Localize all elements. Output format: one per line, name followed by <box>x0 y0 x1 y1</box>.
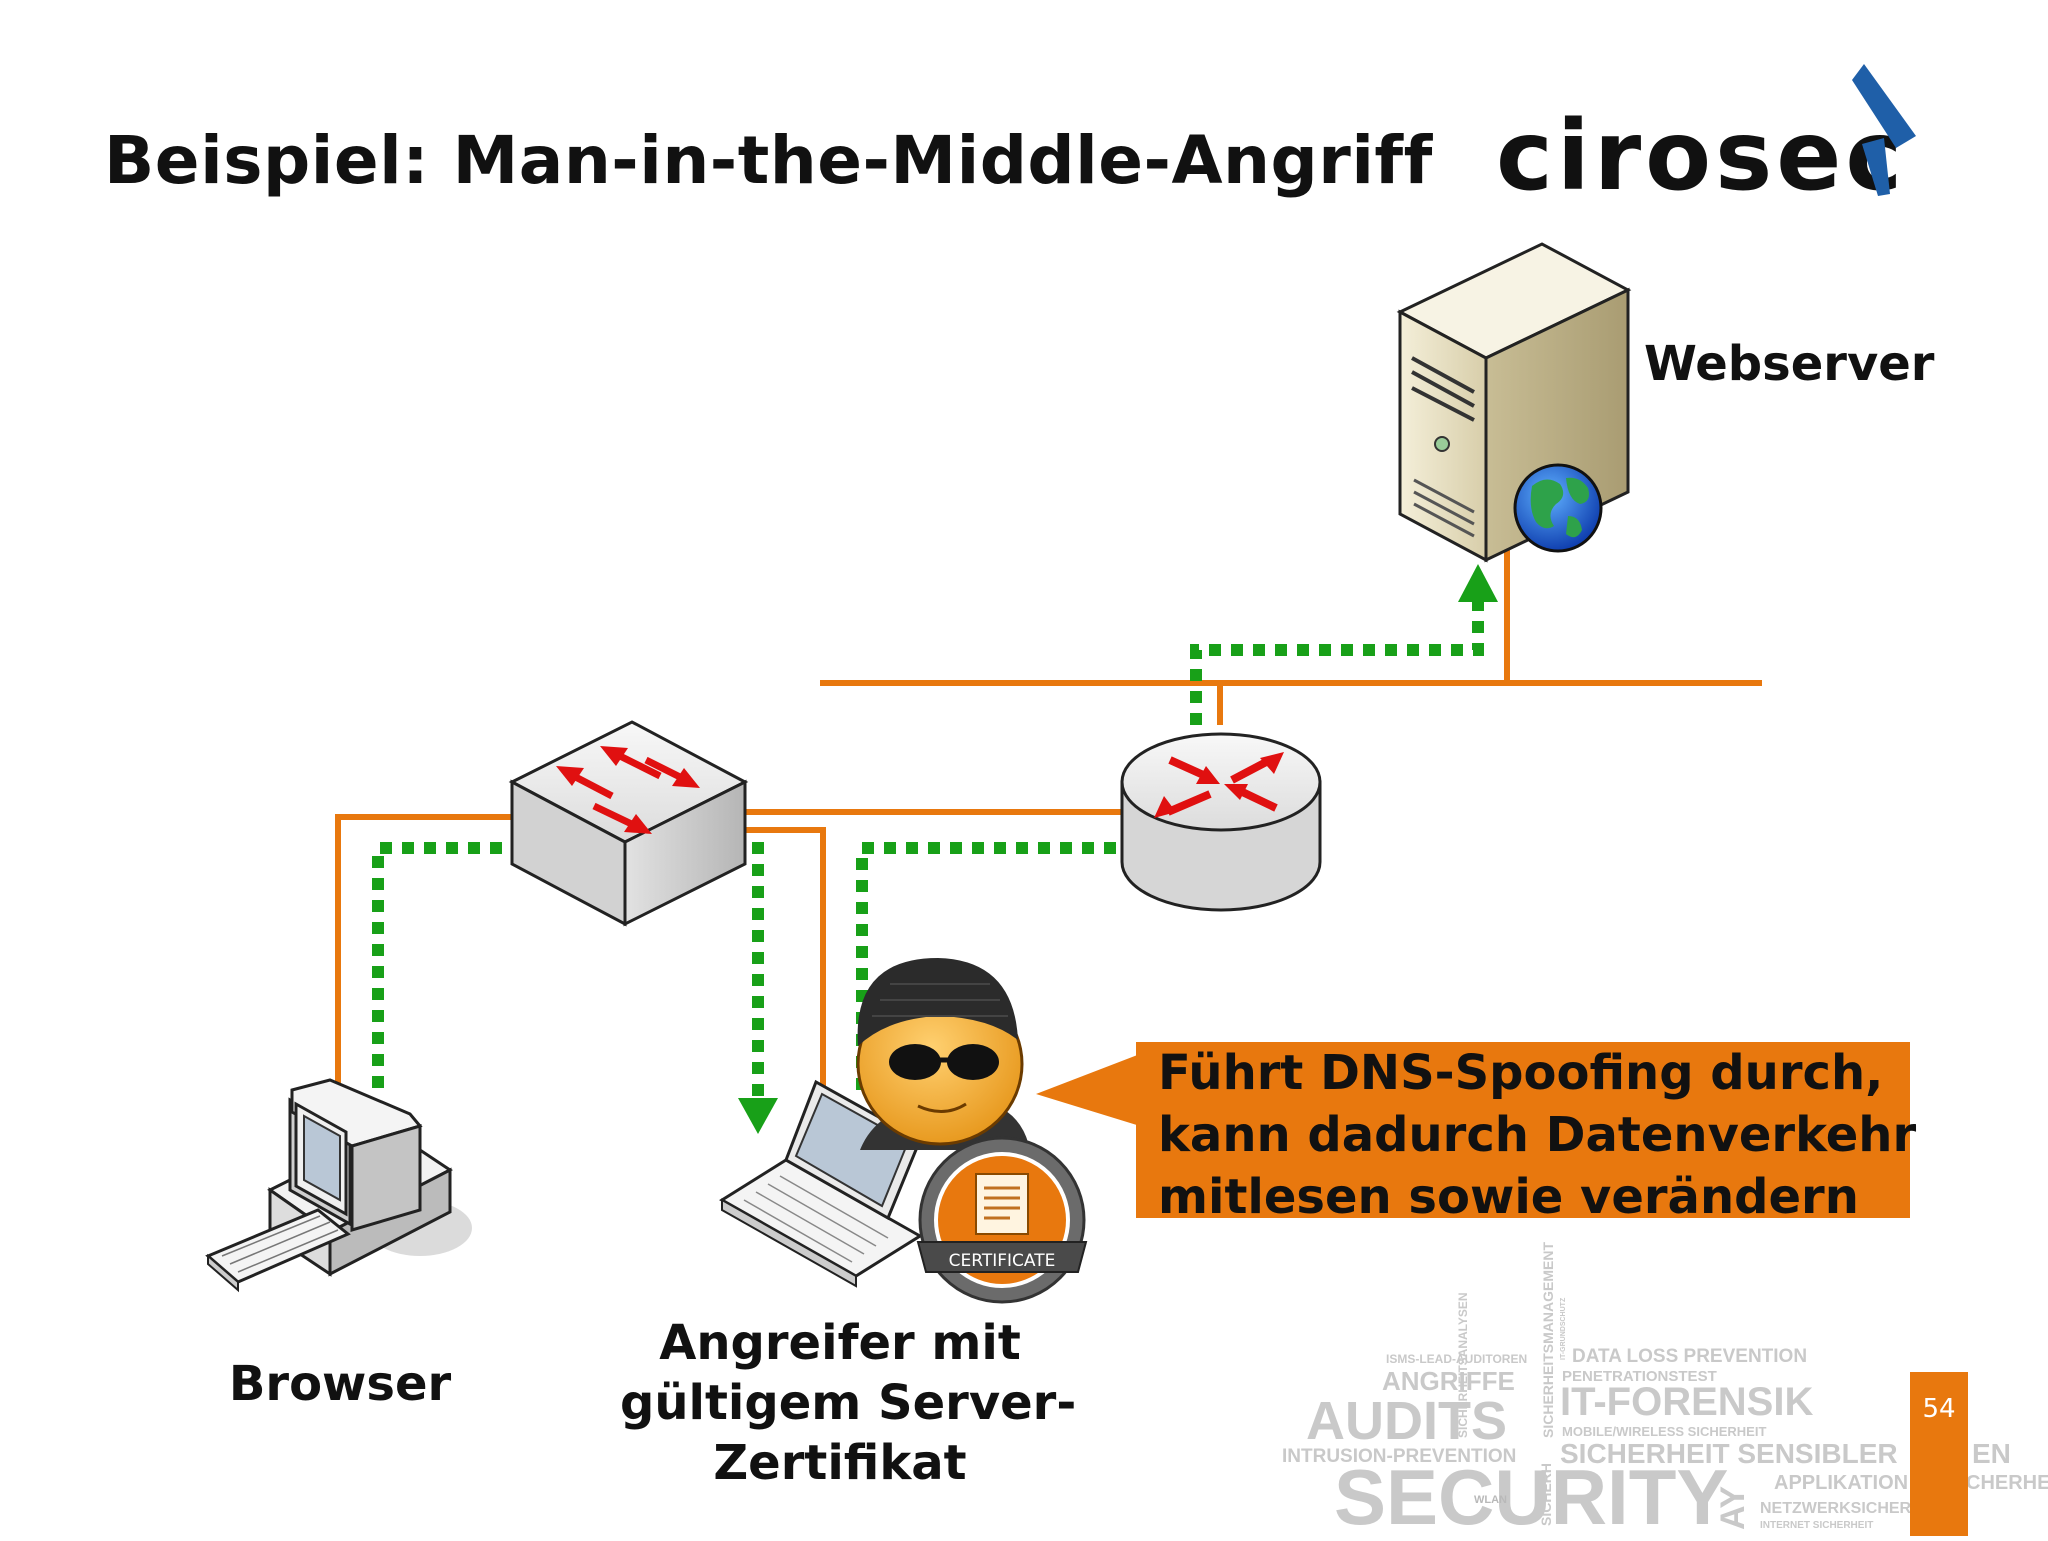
word-cloud-item: INTERNET SICHERHEIT <box>1760 1520 1874 1531</box>
word-cloud-item: SICHERHEIT SENSIBLER <box>1560 1438 1898 1469</box>
word-cloud-item: NETZWERKSICHER <box>1760 1500 1912 1517</box>
word-cloud-item: PENETRATIONSTEST <box>1562 1368 1717 1385</box>
arrow-down-icon <box>738 1098 778 1134</box>
desktop-computer-icon <box>205 1078 472 1293</box>
word-cloud-item: MOBILE/WIRELESS SICHERHEIT <box>1562 1424 1767 1439</box>
dns-spoofing-callout: Führt DNS-Spoofing durch, kann dadurch D… <box>1136 1042 1917 1225</box>
attacker-label-line: gültigem Server- <box>620 1375 1077 1431</box>
callout-line: kann dadurch Datenverkehr <box>1158 1107 1917 1163</box>
attacker-label-line: Zertifikat <box>713 1435 967 1491</box>
word-cloud-item: ISMS-LEAD-AUDITOREN <box>1386 1352 1528 1366</box>
arrow-up-icon <box>1458 564 1498 602</box>
globe-icon <box>1513 463 1603 553</box>
cirosec-logo-text: cirosec <box>1496 100 1907 212</box>
switch-icon <box>508 720 749 927</box>
word-cloud-item: SICHERHEITSMANAGEMENT <box>1540 1241 1556 1438</box>
word-cloud-item: AY <box>1714 1485 1752 1530</box>
word-cloud-item: SICHERH <box>1538 1462 1554 1526</box>
callout-pointer <box>1036 1054 1140 1126</box>
callout-line: mitlesen sowie verändern <box>1158 1169 1859 1225</box>
page-number: 54 <box>1910 1372 1968 1536</box>
word-cloud-item: IT-FORENSIK <box>1560 1380 1814 1424</box>
certificate-label: CERTIFICATE <box>949 1251 1056 1271</box>
hacker-icon <box>856 958 1030 1150</box>
word-cloud-item: EN <box>1972 1438 2011 1469</box>
word-cloud-item: WLAN <box>1474 1494 1507 1506</box>
laptop-icon <box>719 1079 923 1288</box>
word-cloud-item: IT-GRUNDSCHUTZ <box>1560 1297 1567 1360</box>
word-cloud-item: APPLIKATION <box>1774 1472 1909 1494</box>
cirosec-logo-icon <box>1852 64 1916 196</box>
word-cloud-item: ANGRIFFE <box>1382 1366 1515 1396</box>
slide-title: Beispiel: Man-in-the-Middle-Angriff <box>104 122 1433 199</box>
word-cloud-item: CHERHE <box>1966 1472 2048 1494</box>
attacker-label: Angreifer mit gültigem Server- Zertifika… <box>620 1313 1077 1493</box>
webserver-label: Webserver <box>1644 336 1935 392</box>
attacker-label-line: Angreifer mit <box>659 1315 1021 1371</box>
word-cloud-item: SICHERHEITSANALYSEN <box>1456 1292 1470 1438</box>
traffic-path <box>372 602 1484 1098</box>
certificate-icon: CERTIFICATE <box>916 1136 1088 1304</box>
word-cloud-item: AUDITS <box>1306 1391 1507 1451</box>
word-cloud-item: DATA LOSS PREVENTION <box>1572 1346 1808 1367</box>
word-cloud-item: SECURITY <box>1334 1453 1729 1541</box>
network-links <box>335 540 1762 1090</box>
callout-line: Führt DNS-Spoofing durch, <box>1158 1045 1884 1101</box>
router-icon <box>1120 732 1322 912</box>
browser-label: Browser <box>228 1356 452 1412</box>
word-cloud-item: INTRUSION-PREVENTION <box>1282 1446 1517 1467</box>
